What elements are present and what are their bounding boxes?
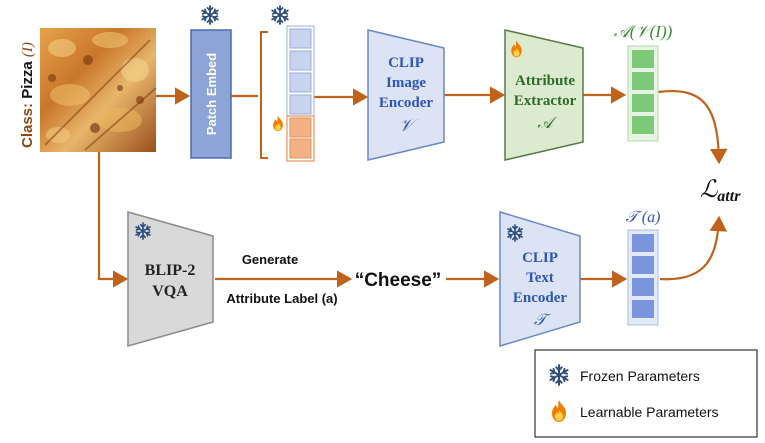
image-encoder-line1: CLIP	[388, 55, 424, 71]
loss-label: ℒattr	[700, 177, 741, 205]
pizza-image	[40, 28, 157, 152]
patch-embed-frozen-icon	[201, 5, 219, 25]
vector-cell	[632, 300, 654, 318]
legend-learnable-label: Learnable Parameters	[580, 404, 719, 420]
generate-line1: Generate	[242, 252, 298, 267]
arrow-image-to-vqa	[97, 152, 129, 288]
attribute-extractor: Attribute Extractor 𝒜	[504, 29, 584, 161]
vector-cell	[632, 234, 654, 252]
token-learnable	[289, 117, 312, 138]
tokens-frozen-icon	[271, 5, 289, 25]
tokens-learnable-icon	[273, 115, 283, 132]
arrow-text-output-to-loss	[659, 215, 728, 281]
attribute-output-vector	[627, 45, 659, 142]
arrow-attr-output-to-loss	[657, 89, 728, 165]
blip2-vqa-block: BLIP-2 VQA	[127, 211, 214, 347]
vector-cell	[632, 94, 654, 112]
vector-cell	[632, 72, 654, 90]
extractor-line1: Attribute	[515, 73, 575, 89]
text-output-label: 𝒯 (a)	[626, 209, 661, 226]
token-frozen	[289, 94, 312, 115]
token-sequence	[260, 25, 315, 162]
text-encoder-line1: CLIP	[522, 250, 558, 266]
generate-line2: Attribute Label (a)	[226, 291, 337, 306]
vqa-line1: BLIP-2	[145, 262, 196, 279]
token-bracket	[260, 31, 268, 159]
attr-output-label: 𝒜(𝒱(I))	[614, 22, 673, 41]
text-encoder-line3: Encoder	[513, 290, 568, 306]
image-encoder-line3: Encoder	[379, 95, 434, 111]
token-frozen	[289, 50, 312, 71]
legend: Frozen Parameters Learnable Parameters	[534, 349, 758, 438]
class-label: Class: Pizza (I)	[19, 42, 36, 148]
token-frozen	[289, 28, 312, 49]
text-output-vector	[627, 229, 659, 326]
extractor-symbol: 𝒜	[537, 115, 557, 132]
token-frozen	[289, 72, 312, 93]
clip-image-encoder: CLIP Image Encoder 𝒱	[367, 29, 445, 161]
image-encoder-line2: Image	[386, 75, 426, 91]
patch-embed-block: Patch Embed	[190, 29, 232, 159]
attribute-word: “Cheese”	[355, 270, 442, 291]
clip-text-encoder: CLIP Text Encoder 𝒯	[499, 210, 581, 348]
text-encoder-line2: Text	[526, 270, 554, 286]
connector-arrows	[97, 86, 728, 288]
vector-cell	[632, 116, 654, 134]
patch-embed-label: Patch Embed	[204, 53, 219, 135]
vector-cell	[632, 278, 654, 296]
legend-frozen-label: Frozen Parameters	[580, 368, 700, 384]
vector-cell	[632, 50, 654, 68]
vector-cell	[632, 256, 654, 274]
extractor-line2: Extractor	[514, 93, 577, 109]
vqa-line2: VQA	[152, 283, 188, 300]
token-learnable	[289, 138, 312, 159]
